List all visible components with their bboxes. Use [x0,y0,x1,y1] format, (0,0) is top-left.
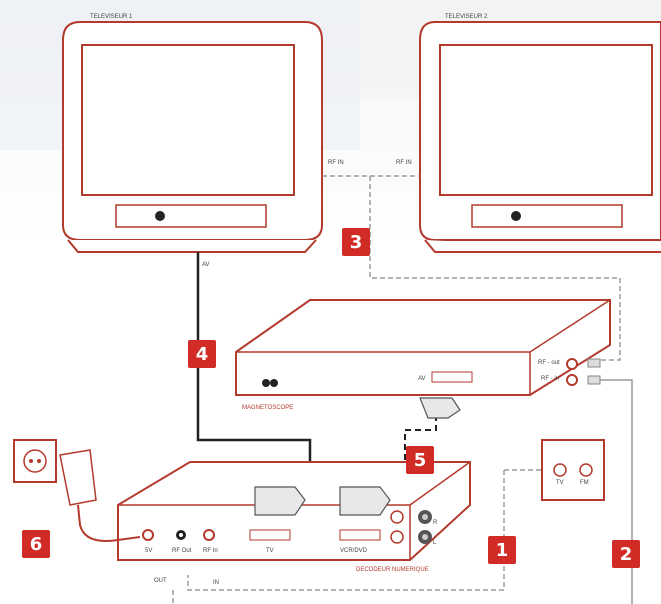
badge-3: 3 [342,228,370,256]
decoder-rf-out-label: RF Out [172,548,192,554]
badge-4: 4 [188,340,216,368]
vcr-av-label: AV [418,376,426,382]
tv2-rf-in-label: RF IN [396,160,412,166]
badge-5: 5 [406,446,434,474]
out-label: OUT [154,578,167,584]
vcr-label: MAGNETOSCOPE [242,405,294,411]
decoder-l-label: L [433,540,437,546]
decoder-dc-label: 5V [145,548,153,554]
tv1-label: TELEVISEUR 1 [90,14,133,20]
in-label: IN [213,580,219,586]
badge-1: 1 [488,536,516,564]
power-outlet [13,439,97,506]
tv1-av-label: AV [202,262,210,268]
vcr [235,299,611,396]
tv1 [62,21,323,253]
tv2-label: TELEVISEUR 2 [445,14,488,20]
decoder-rf-in-label: RF In [203,548,218,554]
decoder-label: DECODEUR NUMERIQUE [356,567,429,573]
decoder-vcr-dvd-label: VCR/DVD [340,548,368,554]
vcr-rf-out-label: RF - out [538,360,560,366]
decoder-r-label: R [433,520,438,526]
antenna-tv-label: TV [556,480,564,486]
badge-6: 6 [22,530,50,558]
vcr-rf-in-label: RF - in [541,376,559,382]
tv1-rf-in-label: RF IN [328,160,344,166]
tv2 [419,21,661,253]
badge-2: 2 [612,540,640,568]
decoder-tv-label: TV [266,548,274,554]
antenna-socket [541,439,605,501]
coax-cables [172,175,621,604]
antenna-fm-label: FM [580,480,589,486]
